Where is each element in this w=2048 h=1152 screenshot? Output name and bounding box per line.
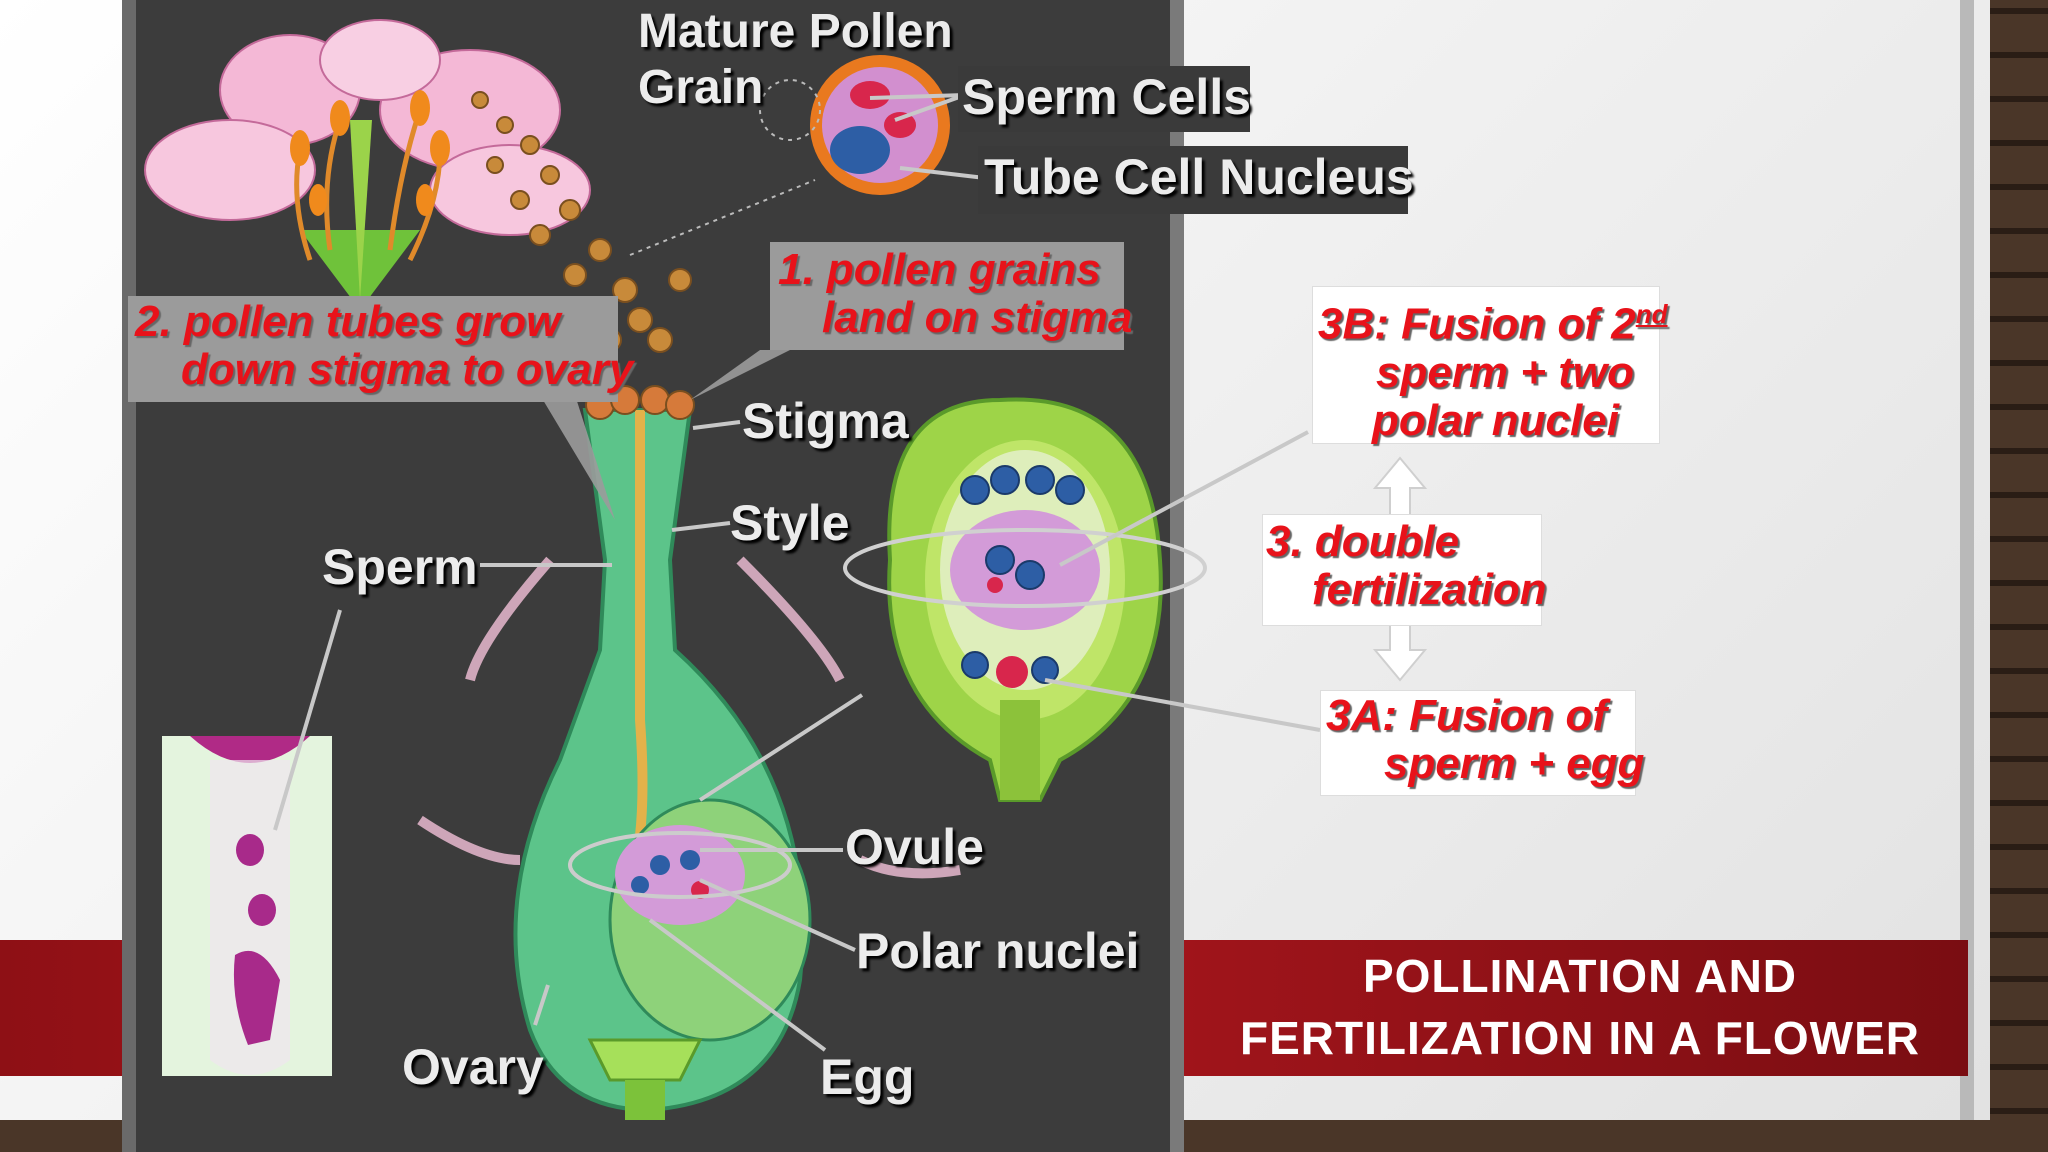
step3-box <box>1262 514 1542 626</box>
slide-right-border <box>1960 0 1974 1120</box>
step3b-line2: sperm + two <box>1376 347 1634 397</box>
step2-line1: 2. pollen tubes grow <box>135 297 561 346</box>
step3b-box <box>1312 286 1660 444</box>
step3b-text: 3B: Fusion of 2nd sperm + two polar nucl… <box>1318 290 1668 445</box>
step3a-line1: 3A: Fusion of <box>1326 691 1608 740</box>
step2-box <box>128 296 618 402</box>
pistil <box>417 385 961 1120</box>
sperm-cells-box <box>958 66 1250 132</box>
slide-title-line1: POLLINATION AND <box>1362 950 1798 1002</box>
slide-title: POLLINATION AND FERTILIZATION IN A FLOWE… <box>1190 945 1970 1069</box>
pointer-lines <box>273 93 1321 1052</box>
diagram-panel-left-edge <box>122 0 136 1152</box>
step3a-box <box>1320 690 1636 796</box>
step3-line1: 3. double <box>1266 517 1460 566</box>
label-tube-cell-nucleus: Tube Cell Nucleus <box>984 149 1414 205</box>
label-ovary: Ovary <box>402 1039 544 1095</box>
step2-text: 2. pollen tubes grow down stigma to ovar… <box>135 298 633 394</box>
callout-wedges <box>540 350 790 520</box>
flower-illustration <box>144 19 591 310</box>
step3b-line1: 3B: Fusion of 2nd <box>1318 299 1668 349</box>
label-polar-nuclei: Polar nuclei <box>856 923 1140 979</box>
step1-box <box>770 242 1124 350</box>
step3-text: 3. double fertilization <box>1266 518 1547 614</box>
label-mature-pollen: Mature Pollen Grain <box>638 4 953 116</box>
step2-line2: down stigma to ovary <box>181 345 634 394</box>
label-stigma: Stigma <box>742 393 909 449</box>
diagram-panel-right-edge <box>1170 0 1184 1152</box>
label-mature-pollen-line2: Grain <box>638 61 764 114</box>
label-mature-pollen-line1: Mature Pollen <box>638 5 953 58</box>
slide-title-line2: FERTILIZATION IN A FLOWER <box>1240 1012 1920 1064</box>
tube-nucleus-box <box>978 146 1408 214</box>
step3a-line2: sperm + egg <box>1384 739 1645 788</box>
step1-line1: 1. pollen grains <box>778 245 1101 294</box>
step3b-line3: polar nuclei <box>1372 395 1619 445</box>
label-style: Style <box>730 495 850 551</box>
step3b-superscript: nd <box>1635 299 1668 329</box>
label-sperm: Sperm <box>322 539 478 595</box>
step1-text: 1. pollen grains land on stigma <box>778 246 1132 342</box>
label-egg: Egg <box>820 1049 915 1105</box>
step3-line2: fertilization <box>1312 565 1547 614</box>
ovule-cross-section <box>843 397 1207 802</box>
label-ovule: Ovule <box>845 819 984 875</box>
label-sperm-cells: Sperm Cells <box>962 69 1252 125</box>
step3a-text: 3A: Fusion of sperm + egg <box>1326 692 1644 788</box>
sperm-micrograph <box>162 736 332 1076</box>
step1-line2: land on stigma <box>822 293 1133 342</box>
